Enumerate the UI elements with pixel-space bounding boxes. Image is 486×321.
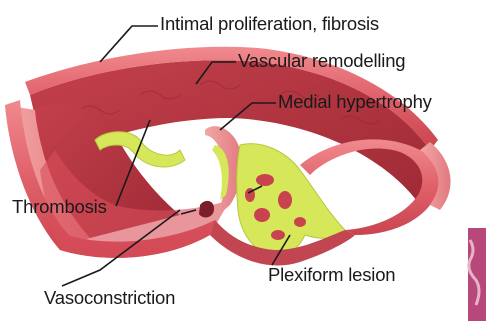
label-plexiform: Plexiform lesion [268, 264, 395, 286]
label-medial: Medial hypertrophy [278, 91, 432, 113]
label-vasoconstriction: Vasoconstriction [44, 287, 175, 309]
label-vascular: Vascular remodelling [238, 50, 405, 72]
label-thrombosis: Thrombosis [12, 196, 107, 218]
label-intimal: Intimal proliferation, fibrosis [160, 13, 379, 35]
